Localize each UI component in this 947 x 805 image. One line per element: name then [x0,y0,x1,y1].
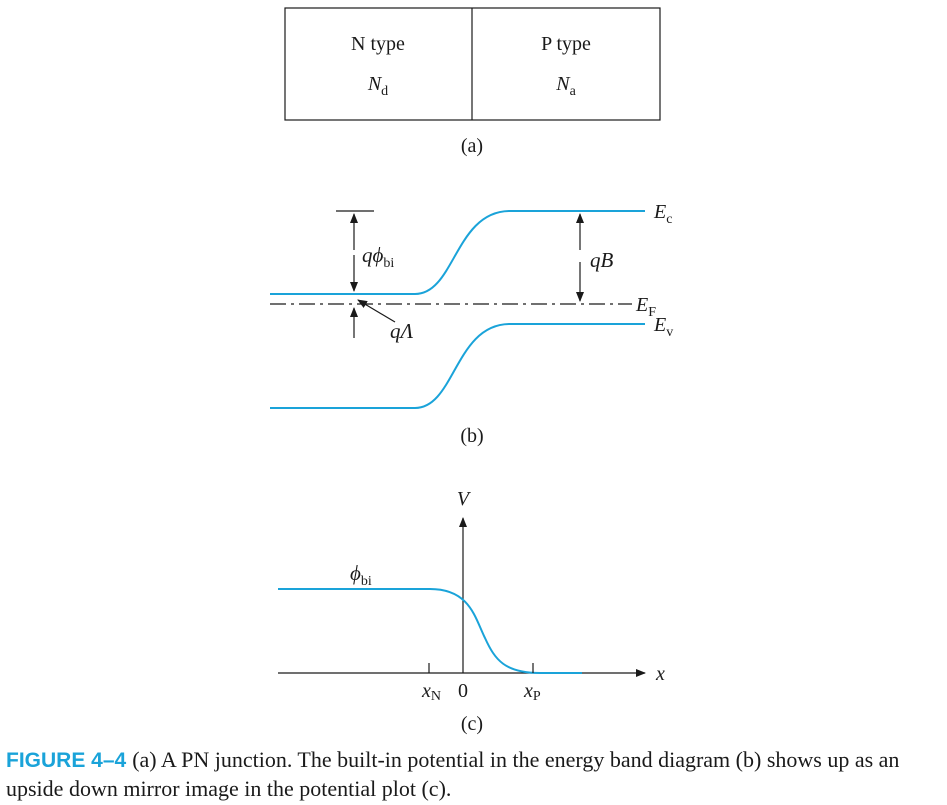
phi-bi-potential-label: ϕbi [350,561,372,589]
lambda-pointer [357,299,396,323]
q-lambda-label: qΛ [390,319,414,343]
origin-label: 0 [458,680,468,702]
p-type-label: P type [541,33,591,55]
xp-label: xP [523,680,541,704]
panel-a: N type P type Nd Na (a) [284,7,661,157]
figure-number: FIGURE 4–4 [6,749,127,772]
ef-label: EF [635,294,656,320]
n-type-label: N type [351,33,405,55]
x-axis-label: x [655,663,665,685]
panel-b-label: (b) [460,425,483,447]
panel-c: V x ϕbi xN 0 xP (c) [278,488,665,735]
conduction-band-curve [270,210,645,295]
ec-label: Ec [653,201,672,227]
figure-caption: FIGURE 4–4(a) A PN junction. The built-i… [6,746,946,803]
potential-curve [278,588,582,674]
panel-a-label: (a) [461,135,483,157]
qb-label: qB [590,248,614,272]
y-axis-label: V [457,488,472,510]
nd-symbol: Nd [367,73,388,99]
valence-band-curve [270,323,645,409]
panel-b: qϕbi qΛ qB Ec EF Ev (b) [270,201,673,447]
na-symbol: Na [555,73,576,99]
ev-label: Ev [653,314,673,340]
xn-label: xN [421,680,441,704]
caption-text: (a) A PN junction. The built-in potentia… [6,747,900,801]
q-phi-bi-label: qϕbi [362,243,394,271]
panel-c-label: (c) [461,713,483,735]
